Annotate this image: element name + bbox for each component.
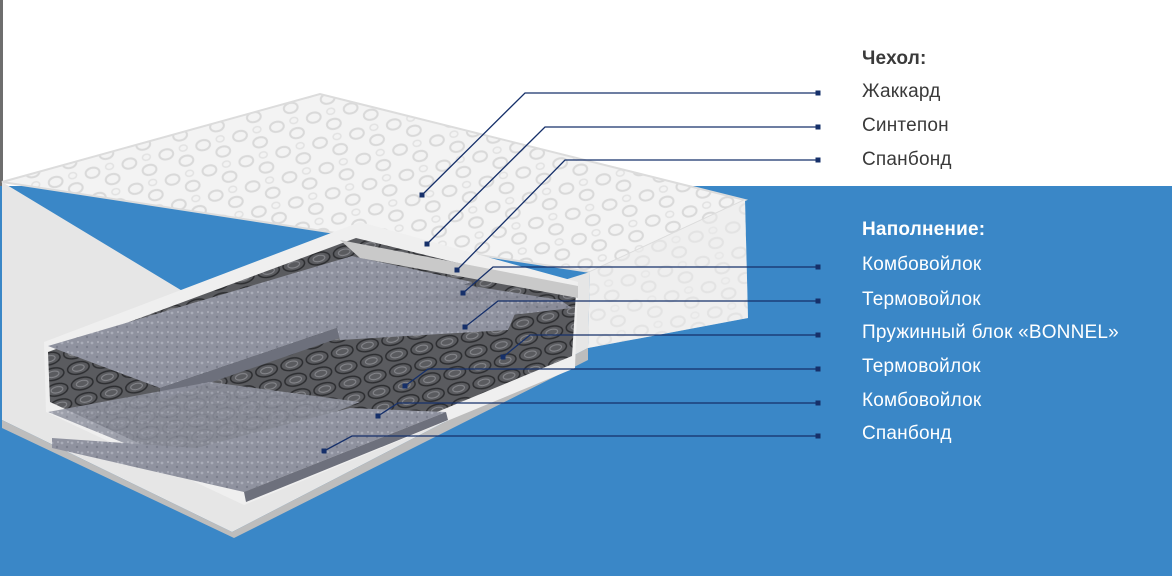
cover-heading: Чехол: [862,48,927,69]
leader-dot-9-start [321,448,327,454]
leader-dot-5-start [462,324,468,330]
leader-line-8 [377,402,818,417]
leader-line-5 [464,300,818,328]
leader-line-2 [426,126,818,245]
cover-layer-jacquard: Жаккард [862,81,941,102]
leader-lines [321,90,821,454]
leader-dot-8-start [375,413,381,419]
leader-dot-2-end [815,124,821,130]
cover-layer-sintepon: Синтепон [862,115,949,136]
leader-dot-8-end [815,400,821,406]
leader-line-7 [404,368,818,387]
leader-dot-4-start [460,290,466,296]
leader-line-3 [456,159,818,271]
filling-layer-spring-block: Пружинный блок «BONNEL» [862,322,1119,343]
leader-line-4 [462,266,818,294]
filling-layer-combovoylok-top: Комбовойлок [862,254,982,275]
leader-line-6 [502,334,818,358]
leader-dot-2-start [424,241,430,247]
leader-dot-5-end [815,298,821,304]
filling-layer-combovoylok-bottom: Комбовойлок [862,390,982,411]
leader-dot-7-end [815,366,821,372]
leader-line-1 [421,92,818,196]
filling-layer-thermovoylok-bottom: Термовойлок [862,356,981,377]
leader-dot-6-start [500,354,506,360]
leader-dot-1-end [815,90,821,96]
leader-dot-1-start [419,192,425,198]
mattress-cross-section [44,222,578,505]
filling-layer-spunbond-bottom: Спанбонд [862,423,952,444]
leader-line-9 [323,435,818,452]
leader-dot-4-end [815,264,821,270]
leader-dot-3-start [454,267,460,273]
leader-dot-7-start [402,383,408,389]
leader-dot-9-end [815,433,821,439]
leader-dot-3-end [815,157,821,163]
filling-layer-thermovoylok-top: Термовойлок [862,289,981,310]
cover-layer-spunbond: Спанбонд [862,149,952,170]
filling-heading: Наполнение: [862,219,986,240]
leader-dot-6-end [815,332,821,338]
